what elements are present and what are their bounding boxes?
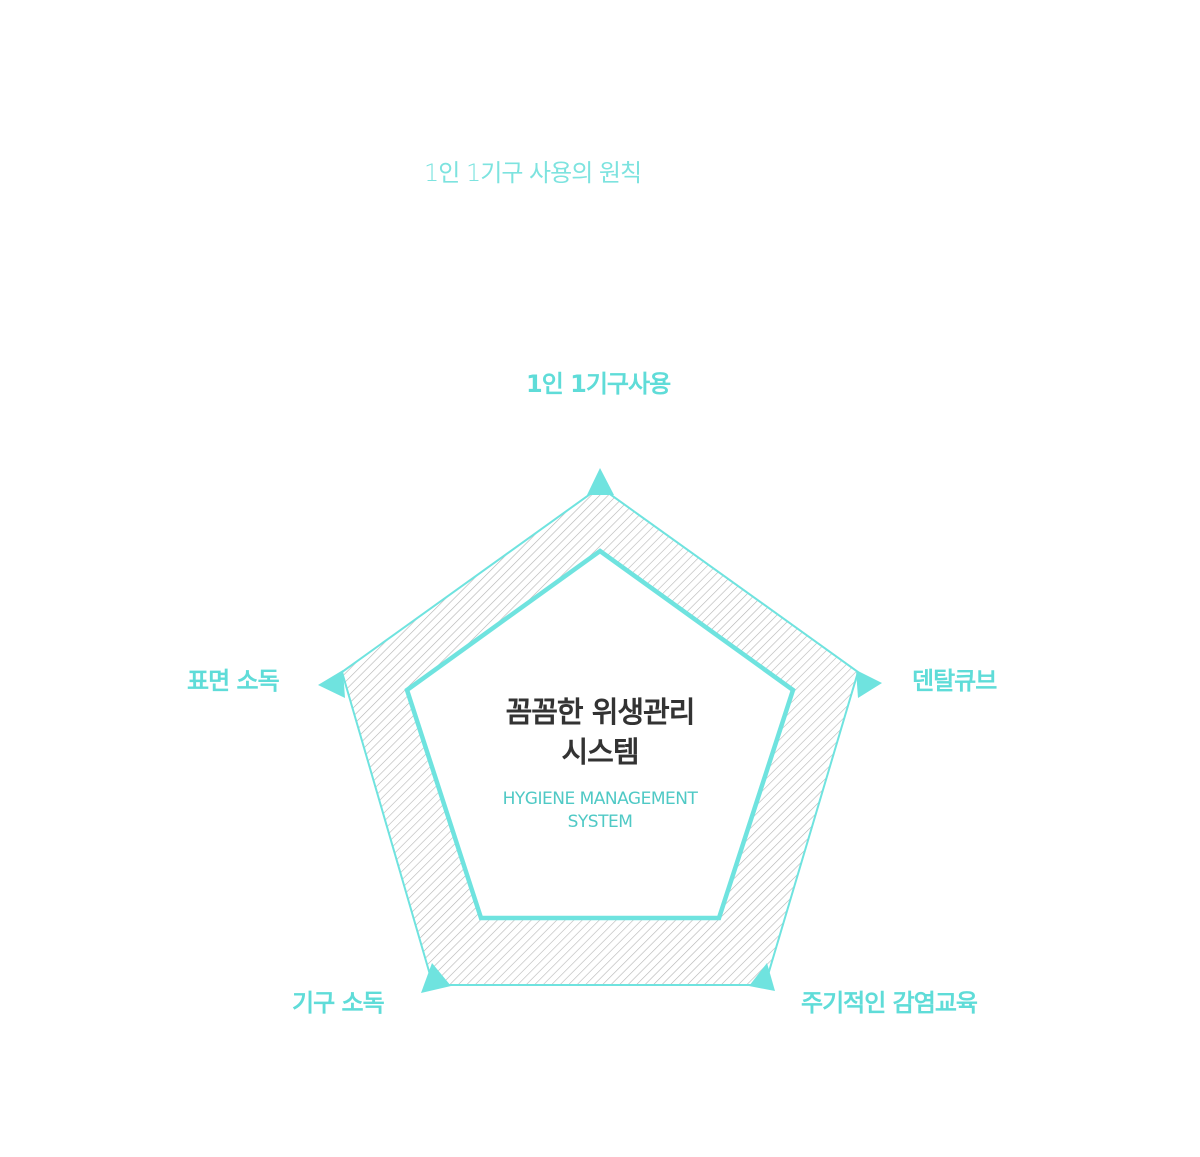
center-subtitle-line1: HYGIENE MANAGEMENT: [502, 789, 698, 809]
section-subtitle: 1인 1기구 사용의 원칙: [424, 159, 642, 187]
node-label-tool-disinfection: 기구 소독: [292, 989, 385, 1017]
center-title-line1: 꼼꼼한 위생관리: [505, 695, 696, 729]
right-arrow-marker: [856, 670, 882, 698]
hatched-ring: [342, 487, 858, 985]
node-label-infection-education: 주기적인 감염교육: [801, 989, 978, 1017]
left-arrow-marker: [318, 670, 345, 698]
node-label-one-person-one-tool: 1인 1기구사용: [526, 370, 671, 398]
top-arrow-marker: [587, 468, 614, 495]
outer-pentagon-outline: [340, 485, 860, 986]
center-title-block: 꼼꼼한 위생관리 시스템 HYGIENE MANAGEMENT SYSTEM: [420, 692, 780, 834]
bottom-left-arrow-marker: [421, 963, 451, 993]
node-label-surface-disinfection: 표면 소독: [187, 667, 280, 695]
center-subtitle-line2: SYSTEM: [567, 812, 633, 832]
center-title-line2: 시스템: [561, 735, 639, 769]
node-label-dental-cube: 덴탈큐브: [912, 667, 997, 695]
bottom-right-arrow-marker: [749, 963, 775, 991]
inner-pentagon-outline: [404, 548, 796, 921]
